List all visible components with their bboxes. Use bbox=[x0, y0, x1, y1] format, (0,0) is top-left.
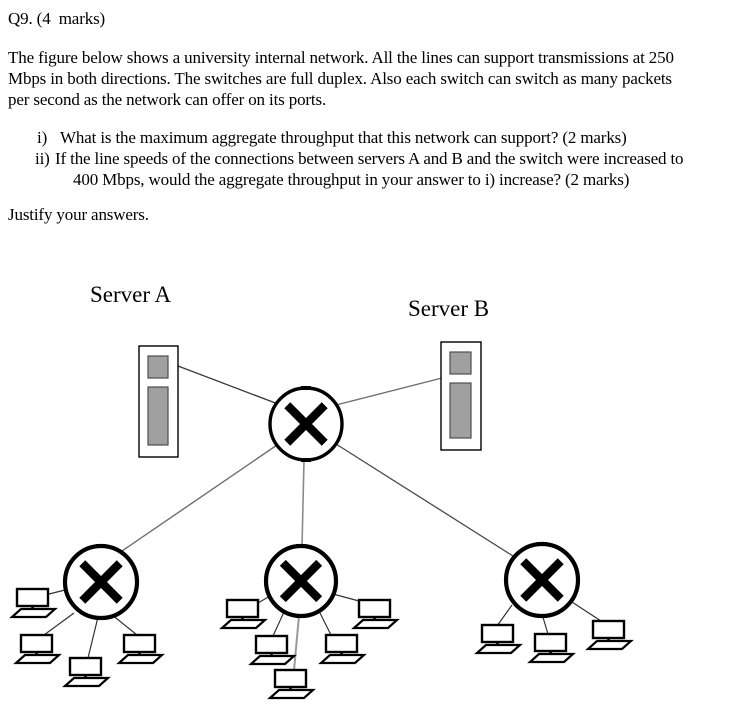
switch-port-nub bbox=[301, 386, 311, 390]
left-switch-icon bbox=[62, 543, 140, 621]
switch-x-icon bbox=[520, 558, 564, 602]
question-number: Q9. (4 marks) bbox=[8, 9, 106, 28]
pc-icon bbox=[116, 633, 165, 665]
network-link bbox=[110, 613, 138, 636]
network-link bbox=[335, 443, 514, 557]
server-b-icon bbox=[440, 341, 482, 451]
question-i-marker: i) bbox=[37, 128, 48, 147]
switch-port-nub bbox=[96, 616, 106, 620]
network-link bbox=[335, 377, 443, 406]
network-link bbox=[301, 459, 305, 548]
switch-port-nub bbox=[96, 544, 106, 548]
server-a-icon bbox=[138, 345, 179, 458]
switch-x-icon bbox=[279, 559, 323, 603]
network-link bbox=[272, 611, 285, 637]
network-link bbox=[43, 612, 75, 636]
question-ii-text: If the line speeds of the connections be… bbox=[55, 149, 684, 168]
pc-icon bbox=[585, 619, 634, 651]
switch-port-nub bbox=[296, 544, 306, 548]
closing-line: Justify your answers. bbox=[8, 205, 149, 224]
network-link bbox=[121, 444, 278, 552]
switch-port-nub bbox=[301, 458, 311, 462]
pc-icon bbox=[248, 634, 297, 666]
switch-port-nub bbox=[296, 614, 306, 618]
question-ii-text-continuation: 400 Mbps, would the aggregate throughput… bbox=[73, 170, 630, 189]
question-ii-marker: ii) bbox=[35, 149, 50, 168]
right-switch-icon bbox=[503, 541, 581, 619]
network-link bbox=[87, 616, 99, 659]
switch-port-nub bbox=[537, 614, 547, 618]
core-switch-icon bbox=[268, 386, 344, 462]
middle-switch-icon bbox=[263, 543, 339, 619]
question-i-text: What is the maximum aggregate throughput… bbox=[60, 128, 627, 147]
network-link bbox=[177, 365, 279, 405]
pc-icon bbox=[219, 598, 268, 630]
paragraph-line-1: The figure below shows a university inte… bbox=[8, 48, 674, 67]
paragraph-line-2: Mbps in both directions. The switches ar… bbox=[8, 69, 672, 88]
server-a-label: Server A bbox=[90, 282, 172, 307]
pc-icon bbox=[318, 633, 367, 665]
network-link bbox=[332, 593, 360, 602]
pc-icon bbox=[9, 587, 58, 619]
pc-icon bbox=[474, 623, 523, 655]
pc-icon bbox=[62, 656, 111, 688]
pc-icon bbox=[267, 668, 316, 700]
network-link bbox=[496, 604, 513, 627]
network-link bbox=[293, 615, 300, 671]
network-link bbox=[571, 601, 605, 624]
switch-x-icon bbox=[284, 402, 328, 446]
switch-x-icon bbox=[79, 560, 123, 604]
paragraph-line-3: per second as the network can offer on i… bbox=[8, 90, 327, 109]
switch-port-nub bbox=[537, 542, 547, 546]
pc-icon bbox=[351, 598, 400, 630]
pc-icon bbox=[527, 632, 576, 664]
pc-icon bbox=[13, 633, 62, 665]
network-link bbox=[318, 610, 332, 636]
server-b-label: Server B bbox=[408, 296, 490, 321]
